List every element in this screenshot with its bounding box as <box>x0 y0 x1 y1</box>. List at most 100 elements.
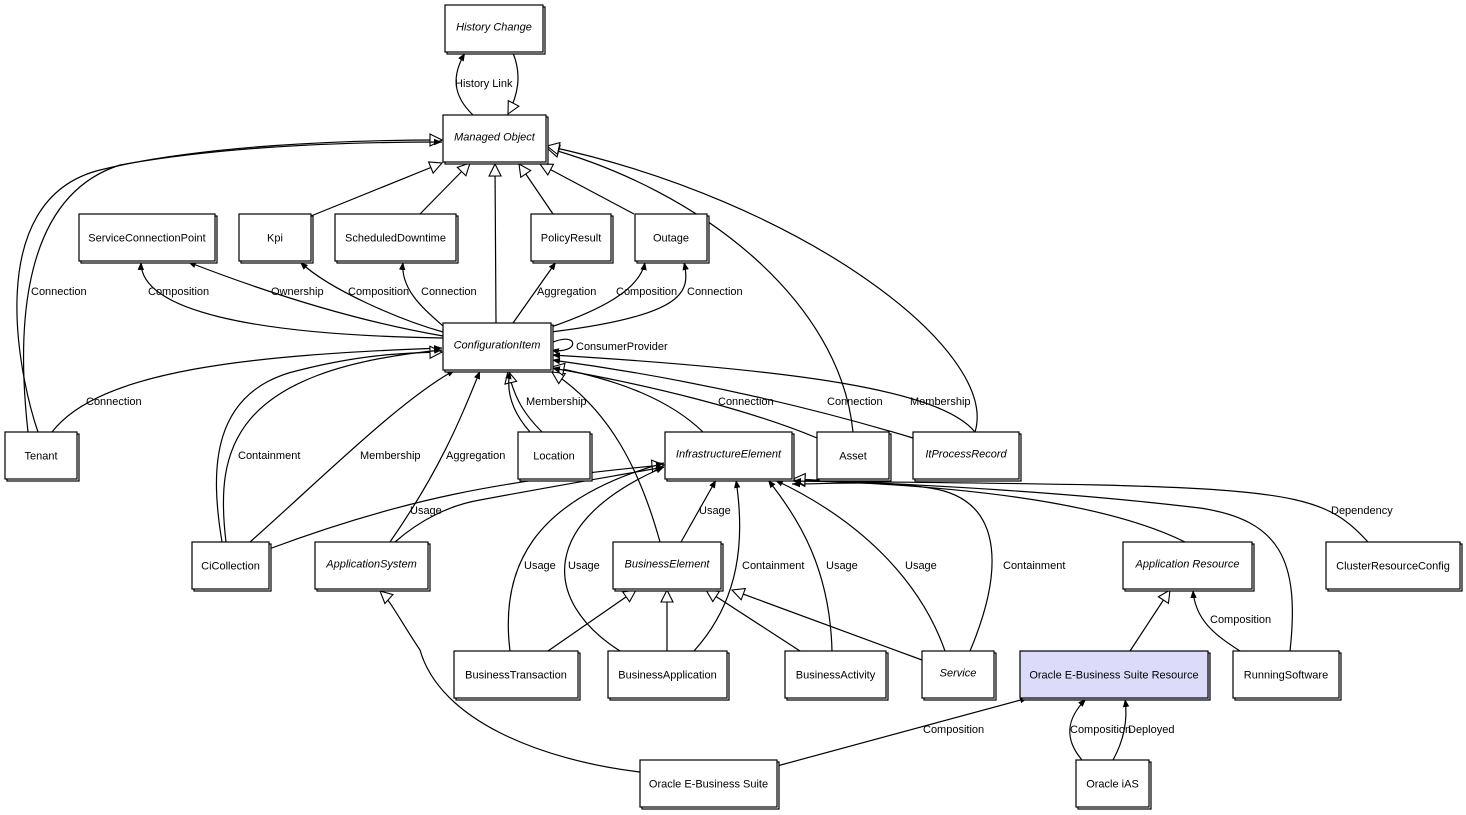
edge-configuration-item-to-configuration-item <box>550 338 574 355</box>
class-node-service-connection-point[interactable]: ServiceConnectionPoint <box>78 213 218 264</box>
node-box <box>517 431 591 480</box>
edge-configuration-item-to-outage <box>550 261 647 328</box>
class-node-location[interactable]: Location <box>517 431 593 482</box>
edge-oracle-ebs-to-application-system <box>380 591 641 773</box>
edge-ci-collection-to-infrastructure-element <box>268 465 664 550</box>
edge-label: Connection <box>421 286 477 298</box>
node-box <box>78 213 216 262</box>
node-box <box>816 431 890 480</box>
node-label: Asset <box>839 451 867 463</box>
edge-running-software-to-application-resource <box>1190 589 1241 652</box>
association-line <box>455 52 474 116</box>
class-node-ci-collection[interactable]: CiCollection <box>191 541 272 592</box>
association-line <box>249 369 456 543</box>
edge-business-activity-to-business-element <box>706 590 801 652</box>
node-label: ItProcessRecord <box>925 449 1007 461</box>
node-label: ScheduledDowntime <box>345 233 446 245</box>
edge-it-process-record-to-managed-object <box>547 146 978 433</box>
edge-service-to-infrastructure-element <box>791 480 993 652</box>
edge-oracle-ebs-resource-to-application-resource <box>1129 590 1170 652</box>
edge-label: Composition <box>148 286 209 298</box>
class-node-business-transaction[interactable]: BusinessTransaction <box>453 650 581 701</box>
association-line <box>398 261 444 327</box>
class-node-oracle-ias[interactable]: Oracle iAS <box>1075 759 1152 810</box>
node-label: Kpi <box>267 233 283 245</box>
edge-asset-to-managed-object <box>547 148 854 433</box>
edge-label: Deployed <box>1128 724 1174 736</box>
class-node-application-resource[interactable]: Application Resource <box>1122 541 1255 592</box>
node-label: ApplicationSystem <box>325 559 417 571</box>
edge-configuration-item-to-managed-object <box>495 164 496 324</box>
edge-oracle-ebs-to-oracle-ebs-resource <box>776 697 1029 767</box>
inheritance-line <box>16 140 442 433</box>
association-line <box>551 352 976 433</box>
inheritance-line <box>268 465 664 550</box>
edge-running-software-to-infrastructure-element <box>793 479 1293 652</box>
association-line <box>550 261 647 328</box>
class-node-it-process-record[interactable]: ItProcessRecord <box>912 431 1022 482</box>
node-box <box>314 541 429 590</box>
class-node-outage[interactable]: Outage <box>634 213 710 264</box>
edge-oracle-ias-to-oracle-ebs-resource <box>1069 698 1087 761</box>
association-line <box>299 261 444 333</box>
class-node-running-software[interactable]: RunningSoftware <box>1232 650 1342 701</box>
class-node-history-change[interactable]: History Change <box>444 4 546 55</box>
edge-label: Aggregation <box>446 450 505 462</box>
edge-application-system-to-configuration-item <box>389 370 481 543</box>
edge-label: Composition <box>1210 614 1271 626</box>
class-node-managed-object[interactable]: Managed Object <box>442 114 549 165</box>
class-node-business-element[interactable]: BusinessElement <box>612 541 724 592</box>
class-node-cluster-resource-config[interactable]: ClusterResourceConfig <box>1325 541 1463 592</box>
edge-history-change-to-managed-object <box>508 52 518 114</box>
node-label: BusinessElement <box>625 559 711 571</box>
class-node-configuration-item[interactable]: ConfigurationItem <box>442 322 554 373</box>
class-node-policy-result[interactable]: PolicyResult <box>530 213 614 264</box>
edge-label: Usage <box>568 560 600 572</box>
node-box <box>1122 541 1253 590</box>
edge-label: Composition <box>348 286 409 298</box>
node-box <box>1325 541 1461 590</box>
class-node-application-system[interactable]: ApplicationSystem <box>314 541 431 592</box>
edge-business-application-to-infrastructure-element <box>564 466 665 652</box>
association-line <box>791 480 993 652</box>
edge-ci-collection-to-configuration-item <box>222 347 443 543</box>
node-label: CiCollection <box>201 561 260 573</box>
edge-configuration-item-to-kpi <box>299 261 444 333</box>
association-line <box>551 357 914 439</box>
inheritance-line <box>495 164 496 324</box>
association-line <box>51 345 443 433</box>
class-node-business-application[interactable]: BusinessApplication <box>607 650 730 701</box>
edge-label: Containment <box>238 450 300 462</box>
node-label: History Change <box>456 22 532 34</box>
class-node-oracle-ebs[interactable]: Oracle E-Business Suite <box>639 759 780 810</box>
node-label: ServiceConnectionPoint <box>88 233 205 245</box>
inheritance-line <box>793 479 1293 652</box>
node-label: BusinessApplication <box>618 670 716 682</box>
class-node-oracle-ebs-resource[interactable]: Oracle E-Business Suite Resource <box>1019 650 1211 701</box>
inheritance-line <box>310 163 442 217</box>
node-label: Outage <box>653 233 689 245</box>
node-label: BusinessTransaction <box>465 670 567 682</box>
edge-location-to-configuration-item <box>505 370 531 433</box>
association-line <box>505 370 531 433</box>
edge-label: Aggregation <box>537 286 596 298</box>
class-node-kpi[interactable]: Kpi <box>238 213 314 264</box>
edge-label: Usage <box>699 505 731 517</box>
edge-label: Connection <box>687 286 743 298</box>
edge-configuration-item-to-policy-result <box>512 261 557 324</box>
node-box <box>191 541 270 590</box>
inheritance-line <box>547 148 854 433</box>
class-node-tenant[interactable]: Tenant <box>4 431 80 482</box>
class-node-scheduled-downtime[interactable]: ScheduledDowntime <box>334 213 459 264</box>
class-node-infrastructure-element[interactable]: InfrastructureElement <box>664 431 795 482</box>
edge-label: Usage <box>410 505 442 517</box>
node-box <box>607 650 728 699</box>
inheritance-line <box>380 591 641 773</box>
edge-tenant-to-managed-object <box>22 138 443 433</box>
class-node-asset[interactable]: Asset <box>816 431 892 482</box>
node-label: Oracle E-Business Suite Resource <box>1029 670 1198 682</box>
node-box <box>634 213 708 262</box>
class-node-business-activity[interactable]: BusinessActivity <box>784 650 889 701</box>
inheritance-line <box>1129 590 1170 652</box>
class-node-service[interactable]: Service <box>921 650 997 701</box>
